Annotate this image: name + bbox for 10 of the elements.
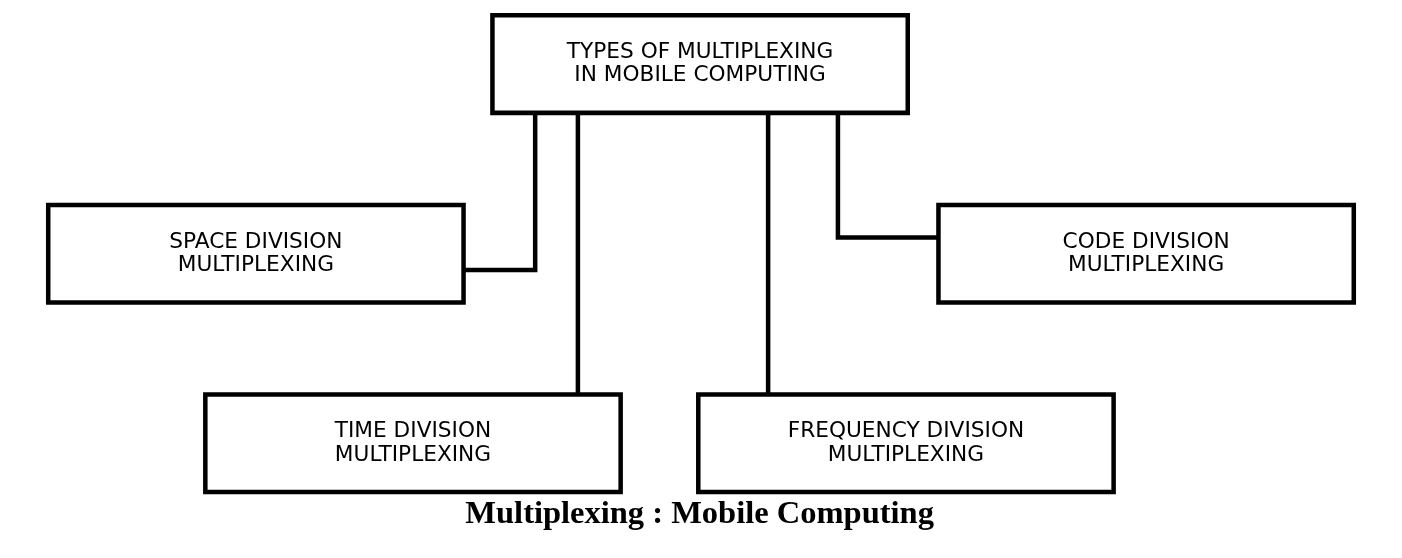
node-box: FREQUENCY DIVISION MULTIPLEXING bbox=[696, 392, 1116, 495]
node-box: TIME DIVISION MULTIPLEXING bbox=[203, 392, 623, 495]
node-box: TYPES OF MULTIPLEXING IN MOBILE COMPUTING bbox=[490, 13, 910, 116]
connector bbox=[835, 113, 938, 240]
connector bbox=[765, 112, 771, 395]
connector bbox=[464, 112, 538, 273]
caption: Multiplexing : Mobile Computing bbox=[465, 494, 934, 531]
node-box: CODE DIVISION MULTIPLEXING bbox=[936, 202, 1357, 305]
connector bbox=[575, 112, 581, 395]
node-box: SPACE DIVISION MULTIPLEXING bbox=[45, 202, 466, 305]
